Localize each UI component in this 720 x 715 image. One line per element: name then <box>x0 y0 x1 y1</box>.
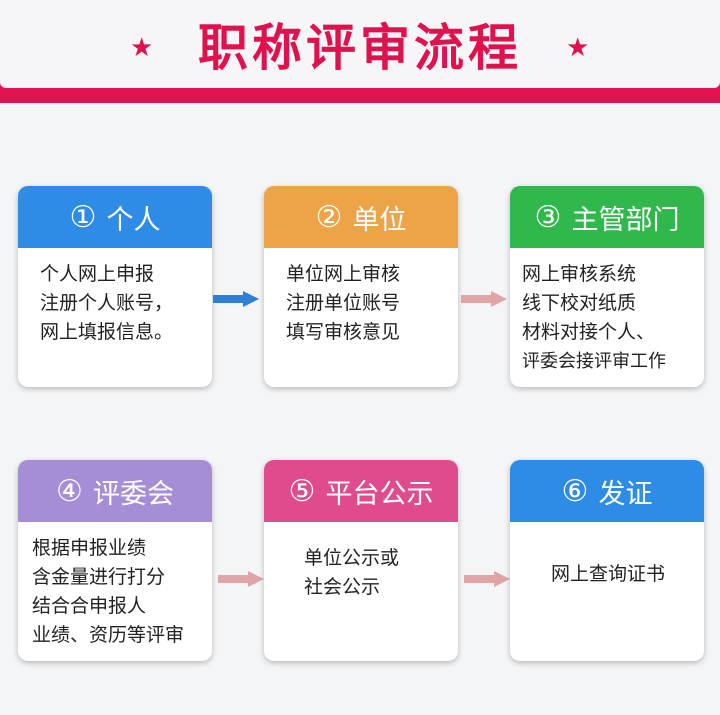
description-line: 评委会接评审工作 <box>522 351 666 372</box>
step-card-header: ⑤ 平台公示 <box>264 460 458 522</box>
description-line: 根据申报业绩 <box>32 537 147 559</box>
description-line: 网上查询证书 <box>550 563 665 585</box>
step-title: 发证 <box>598 478 653 510</box>
description-line: 网上审核系统 <box>522 263 637 285</box>
step-description: 根据申报业绩 含金量进行打分 结合合申报人 业绩、资历等评审 <box>18 522 212 660</box>
arrow-icon-5-to-6 <box>464 571 510 587</box>
description-line: 注册单位账号 <box>286 292 401 314</box>
description-line: 材料对接个人、 <box>522 321 656 343</box>
step-number: ⑤ <box>288 473 316 509</box>
arrow-icon-1-to-2 <box>213 291 259 307</box>
arrow-icon-2-to-3 <box>461 291 507 307</box>
page-title: 职称评审流程 <box>198 19 522 77</box>
step-card-department: ③ 主管部门 网上审核系统 线下校对纸质 材料对接个人、 评委会接评审工作 <box>510 186 704 387</box>
step-title: 单位 <box>352 204 407 236</box>
title-banner: 职称评审流程 ★ ★ <box>0 0 720 103</box>
description-line: 结合合申报人 <box>32 595 147 617</box>
step-card-header: ⑥ 发证 <box>510 460 704 522</box>
arrow-icon-4-to-5 <box>218 571 264 587</box>
step-description: 单位公示或 社会公示 <box>264 522 458 612</box>
star-icon-right: ★ <box>566 33 590 63</box>
step-card-publicity: ⑤ 平台公示 单位公示或 社会公示 <box>264 460 458 661</box>
description-line: 单位公示或 <box>304 547 400 569</box>
step-card-unit: ② 单位 单位网上审核 注册单位账号 填写审核意见 <box>264 186 458 387</box>
step-description: 网上查询证书 <box>510 522 704 599</box>
star-icon-left: ★ <box>130 33 154 63</box>
description-line: 线下校对纸质 <box>522 292 637 314</box>
description-line: 业绩、资历等评审 <box>32 624 185 646</box>
description-line: 注册个人账号， <box>40 292 174 314</box>
description-line: 网上填报信息。 <box>40 321 174 343</box>
description-line: 个人网上申报 <box>40 263 155 285</box>
step-card-header: ① 个人 <box>18 186 212 248</box>
step-title: 主管部门 <box>571 204 680 236</box>
step-card-individual: ① 个人 个人网上申报 注册个人账号， 网上填报信息。 <box>18 186 212 387</box>
step-description: 网上审核系统 线下校对纸质 材料对接个人、 评委会接评审工作 <box>510 248 704 386</box>
step-description: 单位网上审核 注册单位账号 填写审核意见 <box>264 248 458 357</box>
step-description: 个人网上申报 注册个人账号， 网上填报信息。 <box>18 248 212 357</box>
description-line: 含金量进行打分 <box>32 566 166 588</box>
step-number: ③ <box>534 199 562 235</box>
description-line: 填写审核意见 <box>286 321 401 343</box>
step-number: ⑥ <box>561 473 589 509</box>
step-card-header: ③ 主管部门 <box>510 186 704 248</box>
step-title: 个人 <box>106 204 161 236</box>
step-card-certificate: ⑥ 发证 网上查询证书 <box>510 460 704 661</box>
step-card-committee: ④ 评委会 根据申报业绩 含金量进行打分 结合合申报人 业绩、资历等评审 <box>18 460 212 661</box>
title-banner-inner: 职称评审流程 <box>0 0 720 88</box>
step-number: ② <box>315 199 343 235</box>
step-card-header: ④ 评委会 <box>18 460 212 522</box>
step-number: ① <box>69 199 97 235</box>
description-line: 社会公示 <box>304 576 381 598</box>
step-number: ④ <box>56 473 83 509</box>
step-card-header: ② 单位 <box>264 186 458 248</box>
step-title: 平台公示 <box>325 478 434 510</box>
step-title: 评委会 <box>92 478 174 510</box>
description-line: 单位网上审核 <box>286 263 401 285</box>
